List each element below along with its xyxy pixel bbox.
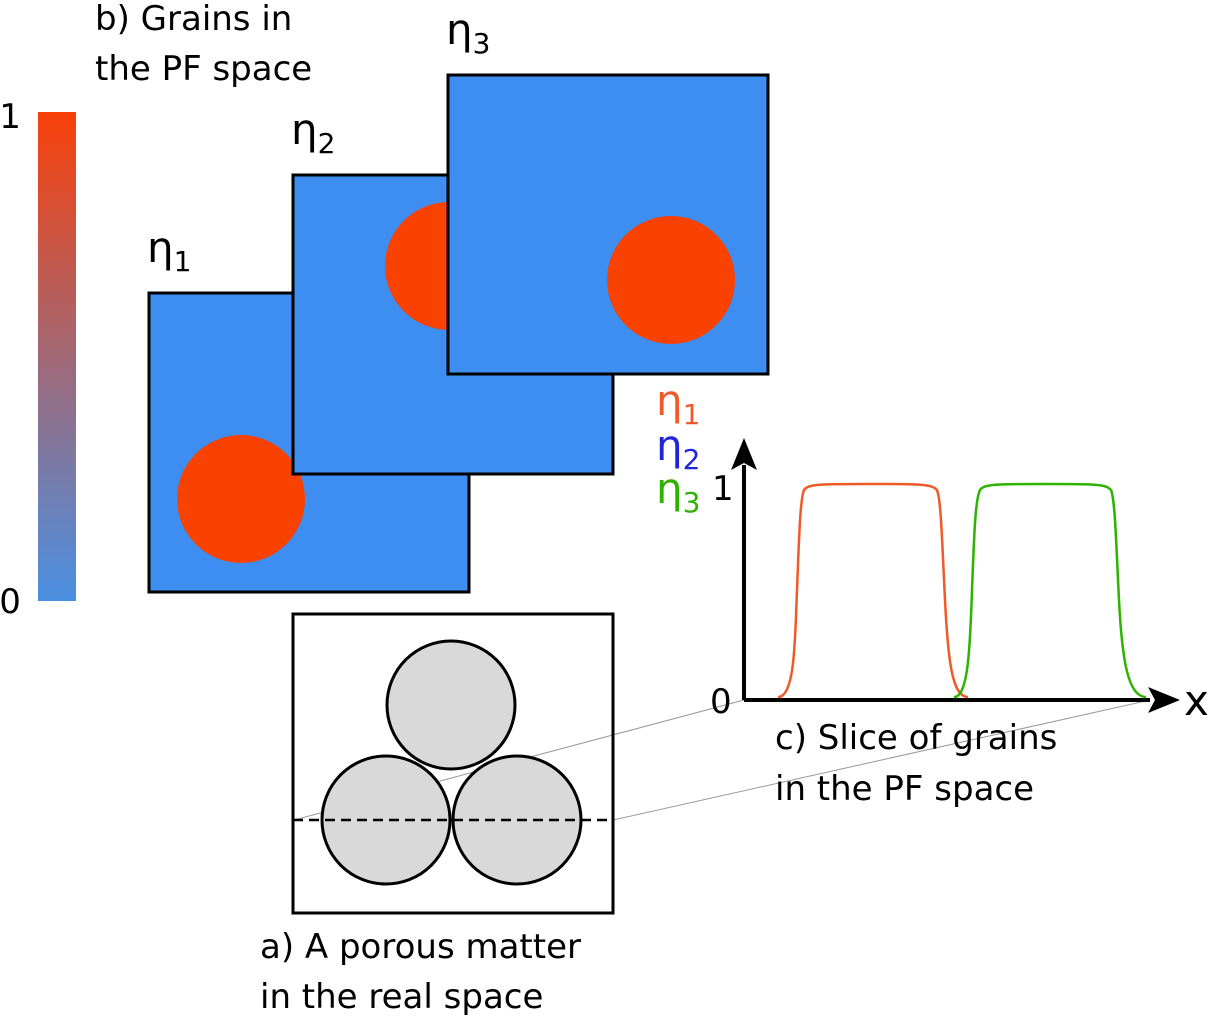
eta2-subscript: 2 (318, 127, 336, 160)
colorbar-gradient (38, 112, 76, 601)
legend-eta2-subscript: 2 (683, 443, 701, 476)
legend-eta3-subscript: 3 (683, 486, 701, 519)
particle-bottom-left (320, 754, 452, 886)
legend-eta1: η1 (656, 376, 700, 431)
legend-eta2-symbol: η (656, 421, 683, 470)
particle-top (385, 639, 517, 771)
eta3-symbol: η (446, 5, 473, 54)
y-tick-top-label: 1 (712, 469, 734, 509)
curve-eta3 (953, 482, 1147, 699)
eta1-symbol: η (147, 223, 174, 272)
panel-a-caption-line2: in the real space (260, 977, 543, 1017)
panel-c: η1 η2 η3 1 0 x c) Slice of grains in the… (656, 376, 1209, 809)
legend-eta3: η3 (656, 464, 700, 519)
y-axis-arrowhead (731, 438, 757, 470)
panel-a: a) A porous matter in the real space (260, 612, 615, 1017)
legend-eta1-subscript: 1 (683, 398, 701, 431)
eta2-label: η2 (291, 105, 335, 160)
legend-eta3-symbol: η (656, 464, 683, 513)
eta2-symbol: η (291, 105, 318, 154)
panel-b-caption-line1: b) Grains in (95, 0, 292, 39)
colorbar-min-label: 0 (0, 582, 21, 622)
legend-eta2: η2 (656, 421, 700, 476)
panel-a-caption-line1: a) A porous matter (260, 927, 581, 967)
panel-c-caption-line2: in the PF space (775, 769, 1034, 809)
eta3-domain (446, 73, 770, 376)
eta1-grain (177, 435, 305, 563)
y-tick-origin-label: 0 (710, 682, 732, 722)
real-space-box (291, 612, 615, 915)
eta1-subscript: 1 (174, 245, 192, 278)
panel-b: b) Grains in the PF space η1 η2 η3 (95, 0, 770, 594)
connector-line-right (612, 699, 1151, 821)
colorbar-max-label: 1 (0, 97, 21, 137)
legend-eta1-symbol: η (656, 376, 683, 425)
panel-b-caption-line2: the PF space (95, 49, 312, 89)
eta3-label: η3 (446, 5, 490, 60)
eta3-subscript: 3 (473, 27, 491, 60)
panel-c-caption-line1: c) Slice of grains (775, 718, 1057, 758)
x-axis-arrowhead (1148, 687, 1180, 713)
eta3-grain (607, 216, 735, 344)
grain-field-eta3: η3 (446, 5, 770, 376)
colorbar: 1 0 (0, 97, 76, 622)
x-axis-label: x (1184, 676, 1209, 725)
eta1-label: η1 (147, 223, 191, 278)
curve-eta1 (777, 482, 969, 699)
